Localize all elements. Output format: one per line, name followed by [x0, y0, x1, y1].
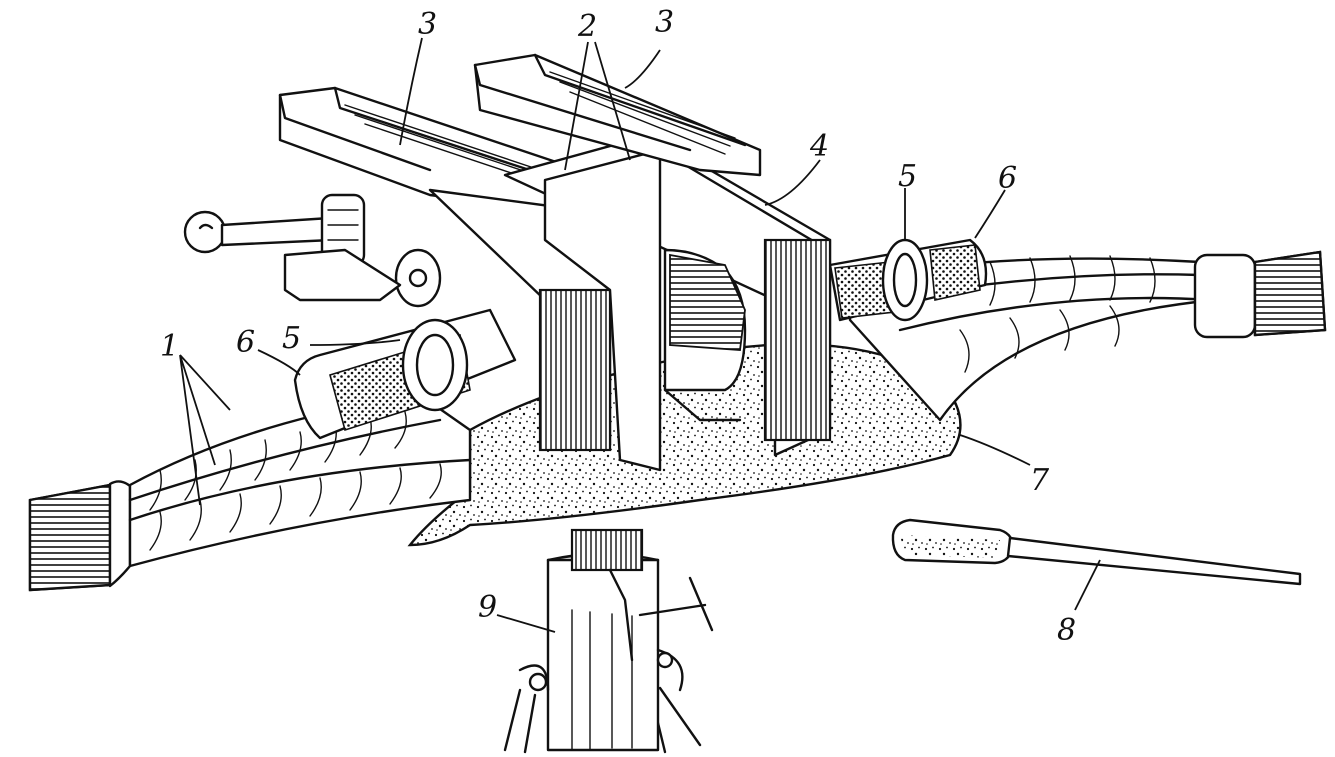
label-9: 9 — [478, 590, 497, 625]
label-1: 1 — [160, 329, 179, 364]
right-sleeve — [828, 238, 988, 322]
label-8: 8 — [1057, 613, 1076, 648]
left-sleeve — [293, 308, 517, 440]
leader-lines — [179, 37, 1101, 633]
label-2: 2 — [577, 9, 597, 44]
callout-labels: 1 2 3 3 4 5 5 6 6 7 8 9 — [160, 5, 1076, 648]
label-3-left: 3 — [418, 7, 437, 42]
label-5-left: 5 — [282, 321, 301, 356]
swab-tool — [891, 518, 1302, 586]
label-6-left: 6 — [236, 325, 255, 360]
label-3-right: 3 — [655, 5, 674, 40]
label-7: 7 — [1030, 463, 1050, 498]
vise-base — [283, 248, 402, 302]
label-4: 4 — [809, 129, 829, 164]
label-6-right: 6 — [998, 161, 1017, 196]
stand — [503, 528, 714, 754]
vise-handle — [183, 193, 442, 308]
label-5-right: 5 — [898, 159, 917, 194]
splice-connector — [663, 248, 747, 422]
left-cable-bundle — [28, 393, 472, 592]
